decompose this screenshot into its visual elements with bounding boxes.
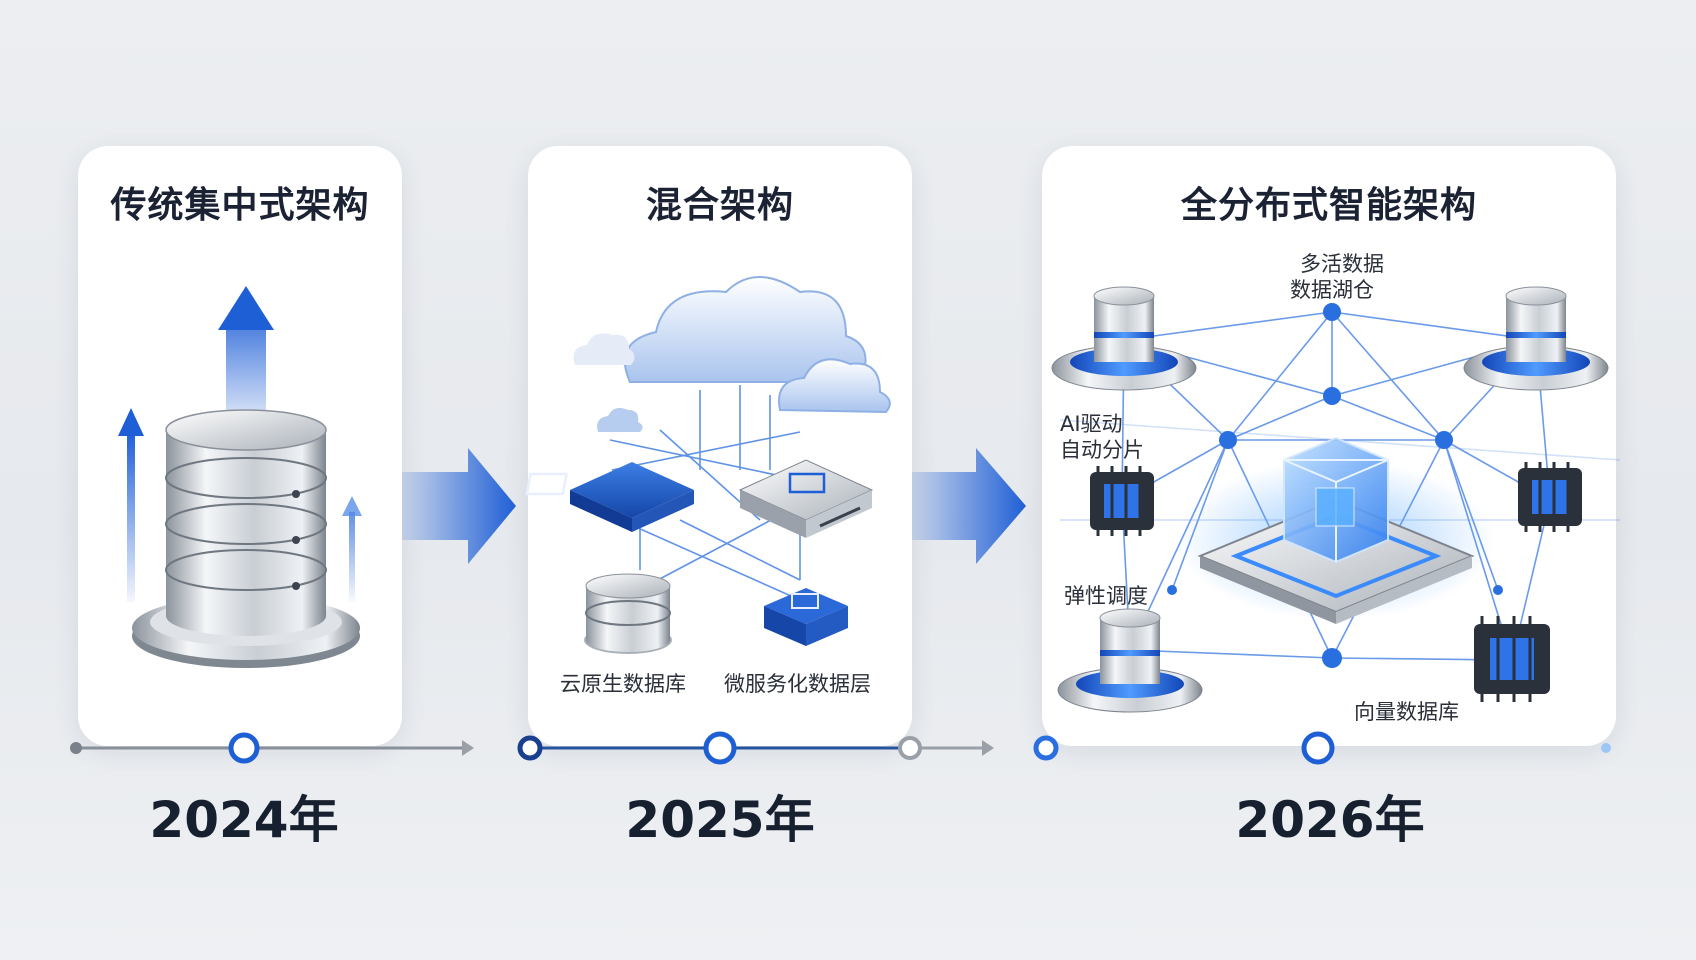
transition-arrow-icon xyxy=(912,448,1026,564)
microservice-layer-label: 微服务化数据层 xyxy=(724,672,871,696)
distributed-network-icon xyxy=(1051,286,1621,713)
server-icon xyxy=(525,462,694,532)
database-icon xyxy=(584,573,672,654)
year-2026: 2026年 xyxy=(1235,791,1425,849)
year-2024: 2024年 xyxy=(149,791,339,849)
active-active-label: 多活数据 xyxy=(1300,252,1384,276)
chip-icon xyxy=(1518,462,1582,532)
timeline xyxy=(70,731,1611,765)
data-layer-icon xyxy=(764,588,848,646)
auto-sharding-label: 自动分片 xyxy=(1060,438,1144,462)
database-icon xyxy=(1057,608,1203,713)
chip-icon xyxy=(1474,616,1550,702)
stage-title-2025: 混合架构 xyxy=(645,185,794,226)
ai-core-icon xyxy=(1176,436,1496,624)
cloud-native-db-label: 云原生数据库 xyxy=(560,672,686,696)
database-icon xyxy=(1463,286,1609,391)
stage-title-2024: 传统集中式架构 xyxy=(110,185,370,226)
server-icon xyxy=(738,459,874,538)
centralized-database-icon xyxy=(118,286,362,668)
ai-driven-label: AI驱动 xyxy=(1060,412,1123,436)
database-icon xyxy=(1051,286,1197,391)
transition-arrow-icon xyxy=(402,448,516,564)
year-2025: 2025年 xyxy=(625,791,815,849)
hybrid-architecture-icon xyxy=(525,276,891,654)
data-lake-label: 数据湖仓 xyxy=(1290,278,1374,302)
cloud-icon xyxy=(573,276,891,432)
chip-icon xyxy=(1090,466,1154,536)
stage-title-2026: 全分布式智能架构 xyxy=(1180,185,1477,226)
vector-db-label: 向量数据库 xyxy=(1354,700,1459,724)
elastic-scheduling-label: 弹性调度 xyxy=(1064,584,1148,608)
